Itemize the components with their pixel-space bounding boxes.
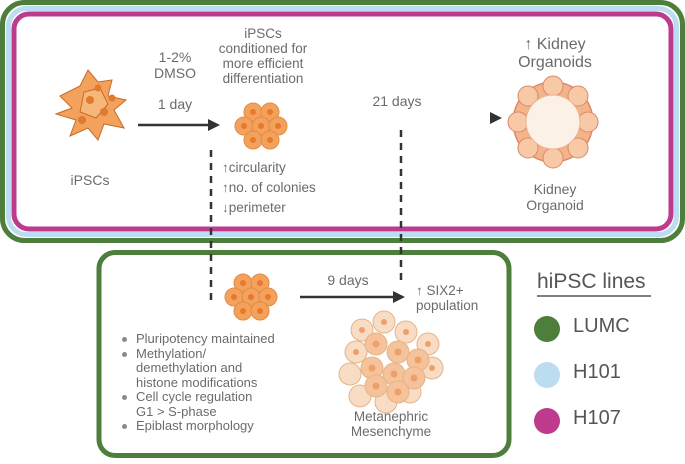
conditioned-colony-icon	[234, 102, 288, 150]
arrow-21-days-head	[490, 112, 502, 124]
bullet-pluripotency: Pluripotency maintained	[118, 331, 318, 347]
legend-swatch-h107	[534, 408, 560, 434]
legend-title: hiPSC lines	[537, 270, 646, 293]
six2-population-label: ↑ SIX2+ population	[416, 283, 479, 313]
lumc-frame	[0, 0, 685, 243]
legend-label-h101: H101	[573, 361, 621, 383]
ipscs-label: iPSCs	[70, 172, 110, 188]
change-perimeter: ↓perimeter	[222, 200, 286, 215]
colony-changes-list: ↑circularity ↑no. of colonies ↓perimeter	[222, 158, 362, 218]
metanephric-mesenchyme-icon	[338, 310, 444, 414]
pluripotency-bullet-list: Pluripotency maintained Methylation/ dem…	[118, 331, 318, 434]
legend-label-lumc: LUMC	[573, 315, 630, 337]
lumc-bottom-frame	[96, 250, 512, 458]
one-day-label: 1 day	[157, 96, 193, 112]
bullet-methylation: Methylation/ demethylation and histone m…	[118, 346, 318, 391]
ipsc-cluster-icon	[54, 69, 128, 141]
bullet-epiblast: Epiblast morphology	[118, 418, 318, 434]
arrow-1-day-head	[208, 119, 220, 131]
kidney-organoids-header: ↑ Kidney Organoids	[518, 36, 592, 71]
legend-swatch-lumc	[534, 316, 560, 342]
legend-swatch-h101	[534, 362, 560, 388]
h101-frame	[6, 6, 679, 237]
dmso-label: 1-2% DMSO	[154, 49, 196, 82]
metanephric-mesenchyme-label: Metanephric Mesenchyme	[350, 409, 432, 439]
change-no-of-colonies: ↑no. of colonies	[222, 180, 316, 195]
conditioned-ipscs-label: iPSCs conditioned for more efficient dif…	[218, 26, 308, 86]
h107-frame	[11, 11, 674, 232]
nine-days-label: 9 days	[327, 272, 369, 288]
bullet-cell-cycle: Cell cycle regulation G1 > S-phase	[118, 389, 318, 419]
bottom-colony-icon	[224, 273, 278, 321]
twentyone-days-label: 21 days	[372, 93, 422, 109]
legend-label-h107: H107	[573, 407, 621, 429]
change-circularity: ↑circularity	[222, 160, 286, 175]
kidney-organoid-icon	[507, 75, 599, 169]
kidney-organoid-label: Kidney Organoid	[526, 181, 584, 213]
arrow-9-days-head	[393, 291, 405, 303]
